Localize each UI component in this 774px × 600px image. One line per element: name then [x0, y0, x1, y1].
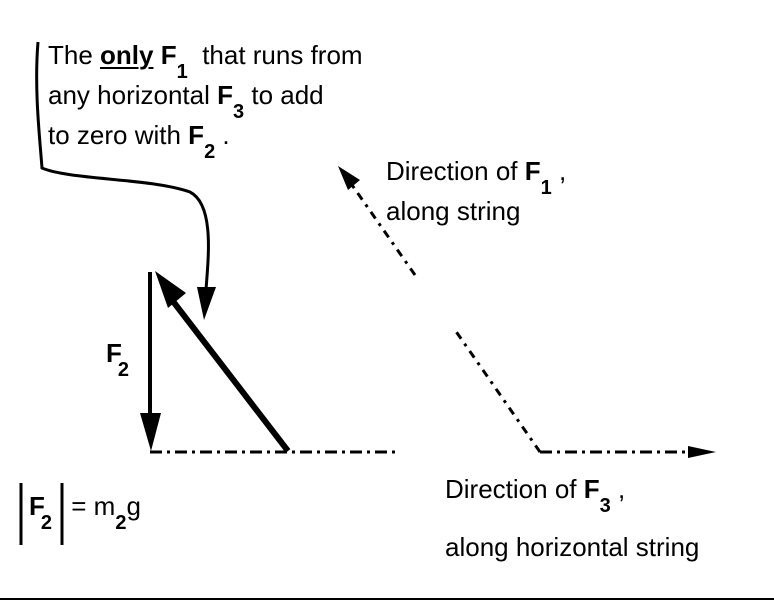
pointer-arrowhead-icon	[197, 287, 216, 320]
f1-direction-arrowhead-icon	[338, 166, 360, 190]
subscript: 2	[204, 141, 216, 163]
subscript: 2	[40, 512, 53, 534]
f1-direction-line-lower	[453, 329, 542, 453]
subscript: 2	[115, 512, 127, 534]
force-symbol: F	[188, 120, 205, 150]
note-text: to add	[251, 80, 324, 110]
subscript: 2	[117, 359, 130, 381]
force-symbol: F	[217, 80, 233, 110]
force-symbol: F	[29, 491, 45, 521]
note-text: .	[222, 120, 230, 150]
subscript: 1	[176, 61, 188, 83]
subscript: 1	[540, 177, 552, 199]
label-text: Direction of	[445, 474, 584, 504]
label-text: Direction of	[386, 156, 525, 186]
subscript: 3	[599, 495, 611, 517]
force-symbol: F	[106, 338, 122, 368]
note-line-1: The only F1 that runs from	[48, 40, 363, 82]
force-symbol: F	[160, 40, 177, 70]
f1-arrowhead-icon	[155, 271, 186, 308]
note-text: The	[48, 40, 101, 70]
f3-direction-label-line-2: along horizontal string	[445, 532, 700, 562]
emphasis-only: only	[100, 40, 154, 70]
f3-direction-label: Direction of F3 ,	[445, 474, 626, 516]
note-text: that runs from	[202, 40, 363, 70]
magnitude-equation: F2 = m2g	[29, 491, 141, 533]
note-line-2: any horizontal F3 to add	[48, 80, 324, 122]
force-symbol: F	[524, 156, 541, 186]
f1-direction-label: Direction of F1 ,	[386, 156, 567, 198]
pointer-curve	[35, 41, 210, 291]
equation-text: = m	[71, 491, 116, 521]
note-text: any horizontal	[48, 80, 218, 110]
f2-arrowhead-icon	[140, 413, 161, 451]
f3-direction-arrowhead-icon	[688, 446, 716, 458]
label-text: ,	[558, 156, 567, 186]
equation-text: g	[126, 491, 141, 521]
force-symbol: F	[583, 474, 600, 504]
f1-direction-label-line-2: along string	[386, 196, 521, 226]
note-line-3: to zero with F2 .	[48, 120, 230, 162]
subscript: 3	[233, 101, 245, 123]
label-text: ,	[617, 474, 626, 504]
f2-label: F2	[106, 338, 133, 380]
f1-vector	[169, 298, 291, 453]
note-text: to zero with	[48, 120, 189, 150]
